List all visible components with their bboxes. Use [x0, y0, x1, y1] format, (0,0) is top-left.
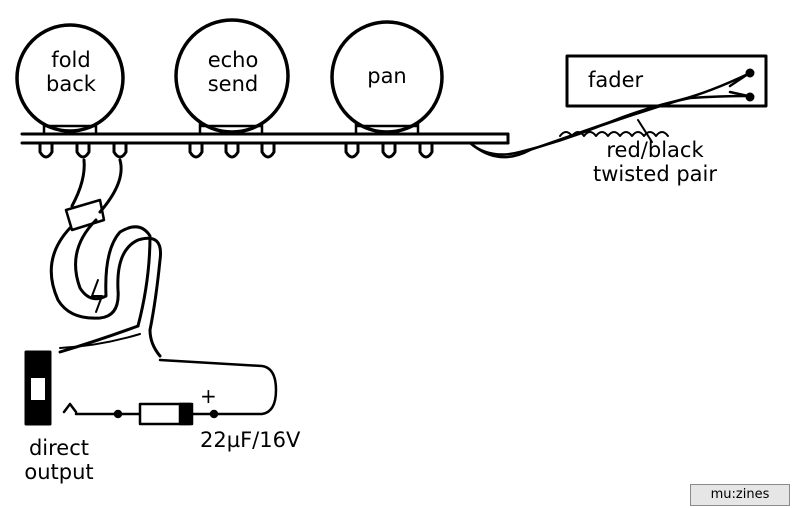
twisted-pair-label: red/black twisted pair: [592, 138, 717, 186]
fader-box: [565, 54, 768, 108]
fold-back-pot: [15, 23, 128, 159]
fader-terminal-2: [745, 92, 755, 102]
jack-socket: [24, 350, 78, 426]
capacitor-value-label: 22µF/16V: [200, 428, 301, 452]
pcb-strip: [20, 132, 510, 145]
capacitor-polarity-label: +: [200, 384, 217, 408]
capacitor-circuit: [74, 358, 278, 426]
direct-output-label: direct output: [24, 436, 94, 484]
fold-back-label: fold back: [46, 48, 96, 96]
fader-label: fader: [588, 68, 644, 92]
pan-pot: [330, 20, 444, 159]
echo-send-label: echo send: [207, 48, 259, 96]
echo-send-pot: [174, 18, 290, 159]
watermark-logo: mu:zines: [690, 484, 790, 506]
screened-cable: [49, 158, 163, 358]
pan-label: pan: [367, 64, 407, 88]
fader-terminal-1: [745, 68, 755, 78]
twisted-pair-wire: [468, 72, 750, 159]
